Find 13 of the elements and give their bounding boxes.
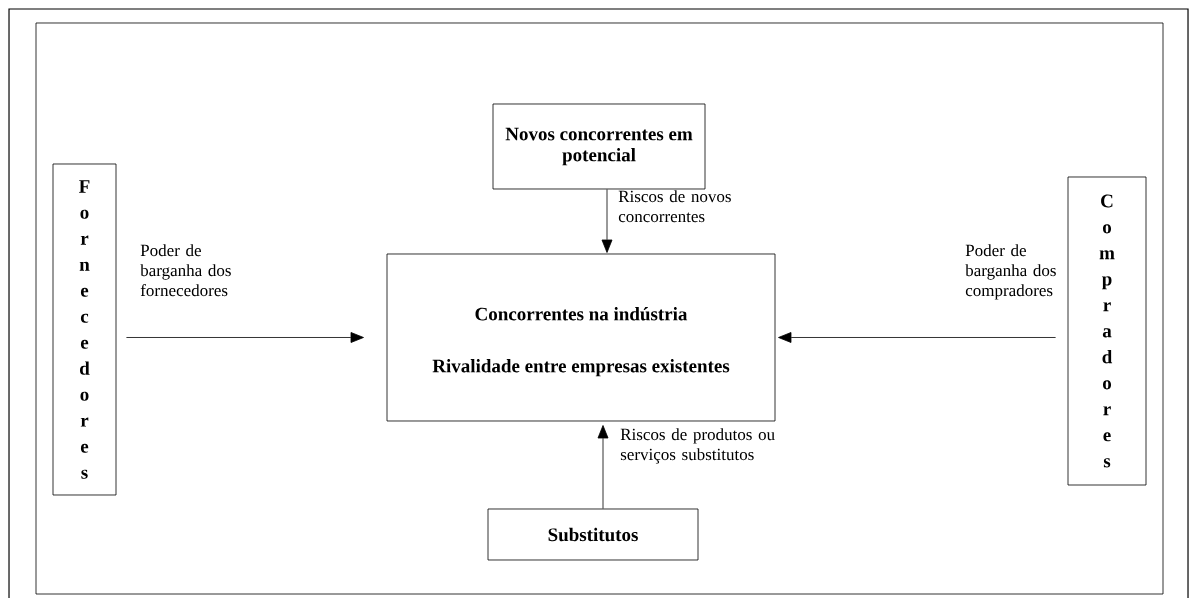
vertical-label-box: Fornecedores bbox=[52, 163, 117, 496]
edge-label: Riscos de novos concorrentes bbox=[618, 190, 731, 223]
edge-label: Poder de barganha dos compradores bbox=[965, 244, 1056, 300]
force-box: Substitutos bbox=[487, 508, 699, 561]
central-box: Concorrentes na indústria Rivalidade entre empresas existentes bbox=[386, 253, 776, 422]
vertical-label-box: Compradores bbox=[1067, 176, 1147, 486]
arrow bbox=[126, 332, 364, 343]
arrow bbox=[597, 425, 609, 439]
edge-label: Poder de barganha dos fornecedores bbox=[140, 244, 231, 297]
edge-label: Riscos de produtos ou serviços substitutos bbox=[620, 428, 775, 464]
force-box: Novos concorrentes em potencial bbox=[492, 103, 706, 190]
arrow bbox=[778, 332, 1056, 343]
arrow bbox=[601, 239, 613, 253]
